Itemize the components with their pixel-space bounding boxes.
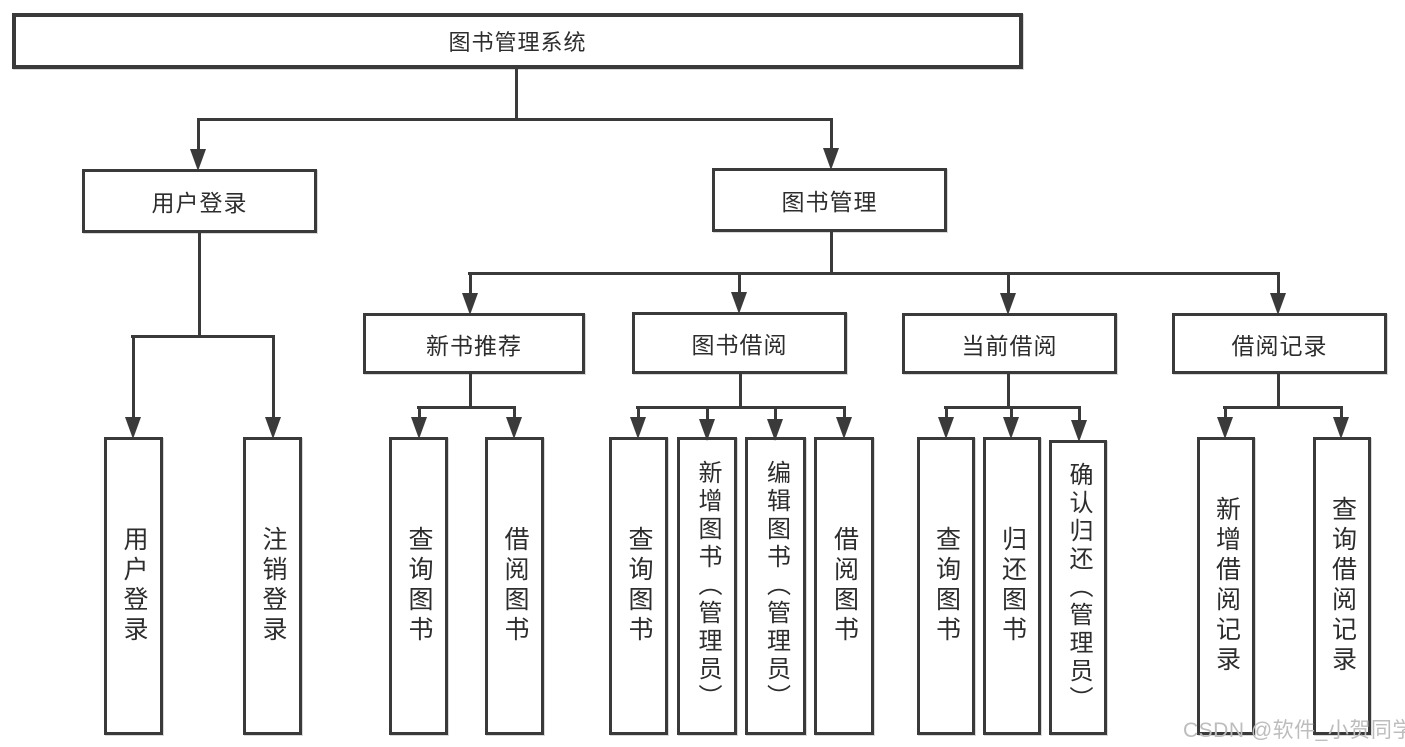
node-borrowing-records: 借阅记录 bbox=[1172, 313, 1387, 374]
node-label: 注销登录 bbox=[259, 526, 287, 646]
connector-arrow-shaft bbox=[1224, 406, 1227, 420]
node-leaf-return-books: 归还图书 bbox=[983, 437, 1041, 735]
connector-bar-new-book bbox=[417, 406, 516, 409]
connector-trunk-book-borrow bbox=[739, 374, 742, 409]
connector-arrowhead bbox=[462, 293, 478, 315]
node-leaf-add-borrow-record: 新增借阅记录 bbox=[1197, 437, 1255, 735]
connector-arrow-shaft bbox=[132, 335, 135, 419]
connector-arrowhead bbox=[699, 419, 715, 441]
connector-arrow-shaft bbox=[513, 406, 516, 420]
connector-arrowhead bbox=[1071, 420, 1087, 442]
node-leaf-edit-books-admin: 编辑图书（管理员） bbox=[745, 437, 806, 735]
node-label: 用户登录 bbox=[120, 526, 148, 646]
connector-arrow-shaft bbox=[1007, 272, 1010, 295]
node-book-management: 图书管理 bbox=[712, 168, 947, 232]
node-label: 查询图书 bbox=[625, 526, 653, 646]
connector-arrow-shaft bbox=[418, 406, 421, 420]
node-label: 借阅图书 bbox=[501, 526, 529, 646]
connector-arrow-shaft bbox=[1078, 406, 1081, 422]
node-label: 借阅图书 bbox=[830, 526, 859, 646]
watermark-text: CSDN @软件_小贺同学 bbox=[1183, 719, 1405, 742]
node-leaf-query-borrow-record: 查询借阅记录 bbox=[1313, 437, 1371, 735]
connector-arrowhead bbox=[125, 417, 141, 439]
connector-bar-book-borrow bbox=[636, 406, 846, 409]
connector-arrow-shaft bbox=[637, 406, 640, 420]
connector-arrow-shaft bbox=[706, 406, 709, 420]
node-label: 新增借阅记录 bbox=[1212, 496, 1241, 676]
connector-trunk-user-login bbox=[198, 232, 201, 338]
node-leaf-user-login: 用户登录 bbox=[104, 437, 163, 735]
connector-trunk-borrow-records bbox=[1277, 374, 1280, 409]
connector-trunk-book-management bbox=[830, 232, 833, 275]
node-label: 归还图书 bbox=[998, 526, 1027, 646]
connector-bar-level2 bbox=[468, 272, 1280, 275]
node-label: 查询借阅记录 bbox=[1328, 496, 1357, 676]
connector-arrowhead bbox=[411, 417, 427, 439]
node-root-library-system: 图书管理系统 bbox=[12, 13, 1023, 69]
node-label: 用户登录 bbox=[151, 190, 248, 216]
node-leaf-query-books-current: 查询图书 bbox=[917, 437, 975, 735]
connector-arrow-shaft bbox=[1010, 406, 1013, 420]
node-leaf-borrow-books-recommend: 借阅图书 bbox=[485, 437, 544, 735]
node-book-borrowing: 图书借阅 bbox=[632, 312, 847, 374]
connector-arrowhead bbox=[731, 292, 747, 314]
node-label: 新书推荐 bbox=[426, 332, 522, 359]
connector-arrowhead bbox=[767, 419, 783, 441]
connector-bar-user-login bbox=[131, 335, 275, 338]
connector-arrowhead bbox=[265, 417, 281, 439]
connector-arrow-shaft bbox=[469, 272, 472, 295]
connector-arrow-shaft bbox=[830, 118, 833, 152]
node-leaf-logout: 注销登录 bbox=[243, 437, 302, 735]
connector-arrow-shaft bbox=[1340, 406, 1343, 420]
connector-arrow-shaft bbox=[843, 406, 846, 420]
node-label: 借阅记录 bbox=[1231, 332, 1328, 359]
node-label: 查询图书 bbox=[405, 526, 433, 646]
node-label: 确认归还（管理员） bbox=[1065, 461, 1092, 714]
connector-arrowhead bbox=[190, 149, 206, 171]
connector-arrow-shaft bbox=[774, 406, 777, 420]
node-label: 编辑图书（管理员） bbox=[762, 460, 790, 712]
node-label: 查询图书 bbox=[932, 526, 961, 646]
connector-bar-level1 bbox=[197, 118, 833, 121]
connector-bar-borrow-records bbox=[1223, 406, 1343, 409]
connector-arrow-shaft bbox=[197, 118, 200, 152]
connector-arrowhead bbox=[1217, 417, 1233, 439]
connector-trunk-current-borrow bbox=[1007, 374, 1010, 409]
connector-arrow-shaft bbox=[272, 335, 275, 419]
node-leaf-query-books-recommend: 查询图书 bbox=[389, 437, 448, 735]
node-leaf-confirm-return-admin: 确认归还（管理员） bbox=[1049, 440, 1107, 735]
node-new-book-recommendation: 新书推荐 bbox=[363, 313, 585, 374]
node-label: 当前借阅 bbox=[961, 332, 1058, 359]
node-label: 图书借阅 bbox=[691, 332, 788, 358]
node-label: 新增图书（管理员） bbox=[694, 460, 721, 712]
connector-arrowhead bbox=[1333, 417, 1349, 439]
connector-arrowhead bbox=[1270, 293, 1286, 315]
connector-arrowhead bbox=[823, 148, 839, 170]
connector-arrow-shaft bbox=[1277, 272, 1280, 295]
connector-arrowhead bbox=[836, 417, 852, 439]
connector-arrowhead bbox=[938, 417, 954, 439]
connector-trunk-new-book bbox=[469, 374, 472, 409]
node-label: 图书管理系统 bbox=[448, 30, 587, 55]
node-leaf-borrow-books: 借阅图书 bbox=[814, 437, 874, 735]
connector-trunk-root bbox=[515, 68, 518, 120]
node-leaf-add-books-admin: 新增图书（管理员） bbox=[677, 437, 737, 735]
connector-arrowhead bbox=[1003, 417, 1019, 439]
connector-arrow-shaft bbox=[945, 406, 948, 420]
node-label: 图书管理 bbox=[781, 189, 878, 215]
node-user-login: 用户登录 bbox=[82, 169, 317, 233]
connector-arrowhead bbox=[1000, 293, 1016, 315]
node-leaf-query-books-borrowing: 查询图书 bbox=[609, 437, 668, 735]
connector-arrowhead bbox=[506, 417, 522, 439]
node-current-borrowing: 当前借阅 bbox=[902, 313, 1117, 374]
connector-arrow-shaft bbox=[738, 272, 741, 295]
connector-arrowhead bbox=[630, 417, 646, 439]
